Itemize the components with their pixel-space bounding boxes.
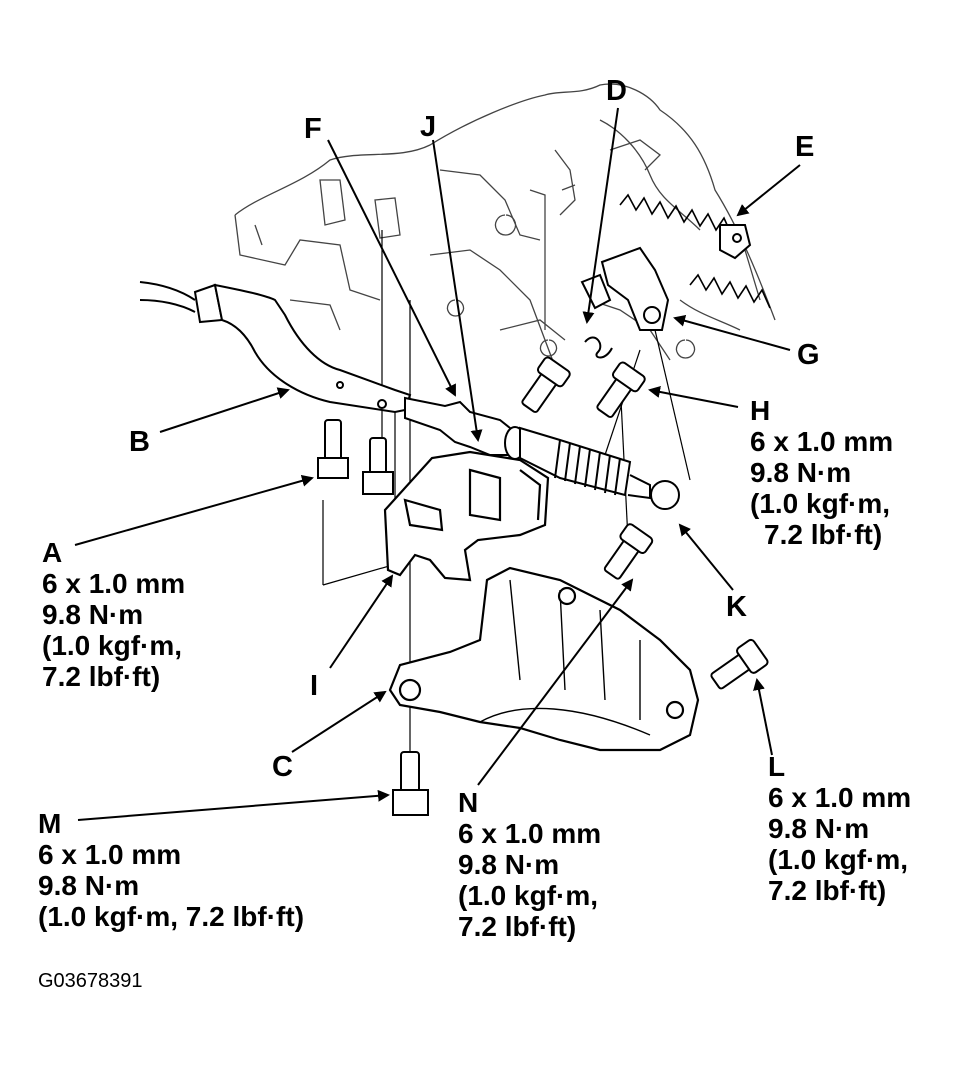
spec-h-lbf: 7.2 lbf·ft) xyxy=(764,519,883,550)
spec-m-size: 6 x 1.0 mm xyxy=(38,839,182,870)
spec-h-kgf: (1.0 kgf·m, xyxy=(750,488,891,519)
gear-rack xyxy=(619,193,771,309)
spec-a-lbf: 7.2 lbf·ft) xyxy=(42,661,161,692)
callout-i: I xyxy=(310,670,319,702)
bolt-l xyxy=(710,638,769,690)
bolt-a1 xyxy=(317,419,349,479)
bolt-a2 xyxy=(362,437,394,495)
callout-b: B xyxy=(129,426,150,458)
spec-l-torque: 9.8 N·m xyxy=(768,813,870,844)
bolts xyxy=(317,224,769,816)
bolt-n xyxy=(603,523,654,580)
spec-n-kgf: (1.0 kgf·m, xyxy=(458,880,599,911)
callout-d: D xyxy=(606,75,627,107)
spec-a-size: 6 x 1.0 mm xyxy=(42,568,186,599)
spec-m-torque: 9.8 N·m xyxy=(38,870,140,901)
spec-a-torque: 9.8 N·m xyxy=(42,599,144,630)
spec-n-letter: N xyxy=(458,787,479,818)
spec-m-letter: M xyxy=(38,808,62,839)
shift-cable-b xyxy=(139,281,412,414)
clip-e xyxy=(719,224,752,260)
callout-c: C xyxy=(272,751,293,783)
cable-core xyxy=(404,396,680,510)
spec-n: N 6 x 1.0 mm 9.8 N·m (1.0 kgf·m, 7.2 lbf… xyxy=(458,787,601,942)
lever-g xyxy=(600,246,670,331)
spec-l: L 6 x 1.0 mm 9.8 N·m (1.0 kgf·m, 7.2 lbf… xyxy=(768,751,911,906)
spec-a-letter: A xyxy=(42,537,63,568)
spec-n-size: 6 x 1.0 mm xyxy=(458,818,602,849)
spec-h-torque: 9.8 N·m xyxy=(750,457,852,488)
spec-h: H 6 x 1.0 mm 9.8 N·m (1.0 kgf·m, 7.2 lbf… xyxy=(750,395,893,550)
callout-f: F xyxy=(304,113,322,145)
clip-d xyxy=(584,336,613,359)
spec-m-combined: (1.0 kgf·m, 7.2 lbf·ft) xyxy=(38,901,305,932)
spec-a-kgf: (1.0 kgf·m, xyxy=(42,630,183,661)
spec-m: M 6 x 1.0 mm 9.8 N·m (1.0 kgf·m, 7.2 lbf… xyxy=(38,808,304,932)
callout-g: G xyxy=(797,339,820,371)
spec-h-size: 6 x 1.0 mm xyxy=(750,426,894,457)
callout-j: J xyxy=(420,111,437,143)
spec-n-lbf: 7.2 lbf·ft) xyxy=(458,911,577,942)
bracket-i xyxy=(383,450,550,582)
bracket-c xyxy=(388,566,700,752)
callout-e: E xyxy=(795,131,815,163)
spec-n-torque: 9.8 N·m xyxy=(458,849,560,880)
bolt-h xyxy=(596,361,646,418)
bolt-m xyxy=(392,751,429,816)
callout-k: K xyxy=(726,591,747,623)
figure-id: G03678391 xyxy=(38,970,143,992)
spec-l-lbf: 7.2 lbf·ft) xyxy=(768,875,887,906)
spec-l-kgf: (1.0 kgf·m, xyxy=(768,844,909,875)
spec-a: A 6 x 1.0 mm 9.8 N·m (1.0 kgf·m, 7.2 lbf… xyxy=(42,537,185,692)
leader-arrows xyxy=(74,107,801,821)
spec-h-letter: H xyxy=(750,395,771,426)
spec-l-letter: L xyxy=(768,751,786,782)
bolt-upper-1 xyxy=(521,356,571,413)
spec-l-size: 6 x 1.0 mm xyxy=(768,782,912,813)
